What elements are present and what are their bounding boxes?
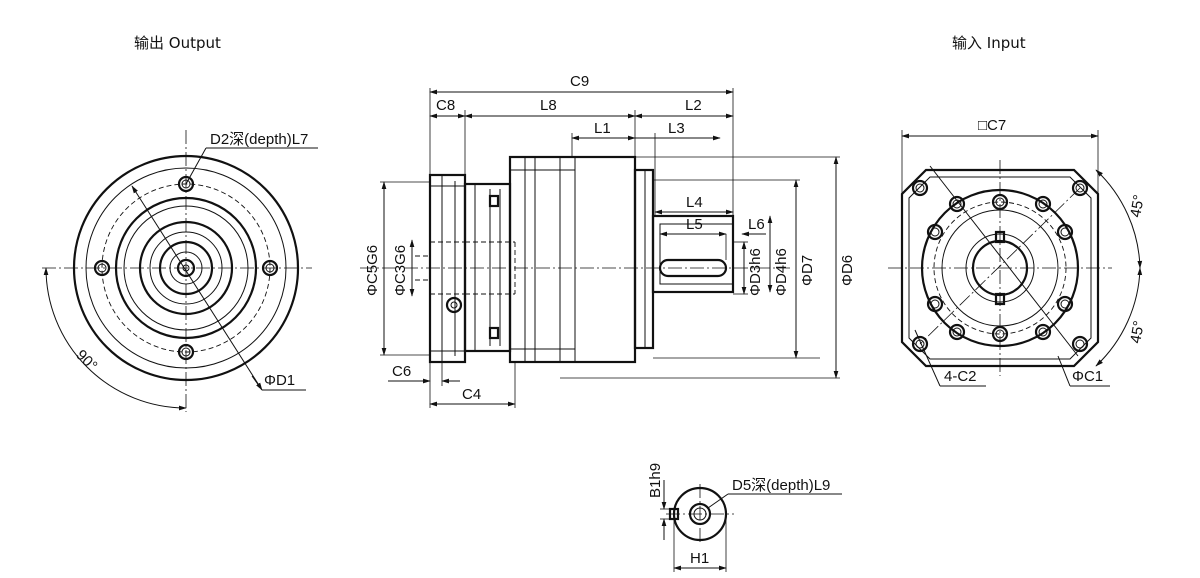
label-l1: L1: [594, 120, 611, 137]
label-h1: H1: [690, 550, 709, 567]
label-d7: ΦD7: [799, 255, 816, 286]
label-c3g6: ΦC3G6: [392, 245, 409, 296]
label-d6: ΦD6: [839, 255, 856, 286]
label-l8: L8: [540, 97, 557, 114]
label-45-bottom: 45°: [1127, 319, 1148, 344]
side-view: C9 C8 L8 L2 L1 L3 L4 L5 L6 ΦC5G6 ΦC3G6 Φ…: [360, 73, 856, 408]
label-c4: C4: [462, 386, 481, 403]
label-d1: ΦD1: [264, 372, 295, 389]
label-d4h6: ΦD4h6: [773, 248, 790, 296]
label-c1: ΦC1: [1072, 368, 1103, 385]
label-45-top: 45°: [1127, 193, 1148, 218]
label-b1h9: B1h9: [647, 463, 664, 498]
label-c6: C6: [392, 363, 411, 380]
label-l6: L6: [748, 216, 765, 233]
label-c7: □C7: [978, 117, 1006, 134]
label-d3h6: ΦD3h6: [747, 248, 764, 296]
label-l5: L5: [686, 216, 703, 233]
input-view: □C7 45° 45° 4-C2 ΦC1: [888, 117, 1148, 387]
output-title: 输出 Output: [134, 34, 221, 52]
label-90-degree: 90°: [72, 347, 100, 375]
label-l2: L2: [685, 97, 702, 114]
label-l3: L3: [668, 120, 685, 137]
input-corner-holes: [911, 179, 1089, 353]
output-view: D2深(depth)L7 ΦD1 90°: [42, 130, 318, 412]
input-pitch-holes: [926, 193, 1074, 343]
label-4-c2: 4-C2: [944, 368, 977, 385]
label-c5g6: ΦC5G6: [364, 245, 381, 296]
label-d2-depth-l7: D2深(depth)L7: [210, 131, 308, 148]
shaft-end-view: B1h9 D5深(depth)L9 H1: [647, 463, 842, 572]
label-c9: C9: [570, 73, 589, 90]
label-d5-depth-l9: D5深(depth)L9: [732, 477, 830, 494]
input-title: 输入 Input: [952, 34, 1026, 52]
label-l4: L4: [686, 194, 703, 211]
label-c8: C8: [436, 97, 455, 114]
